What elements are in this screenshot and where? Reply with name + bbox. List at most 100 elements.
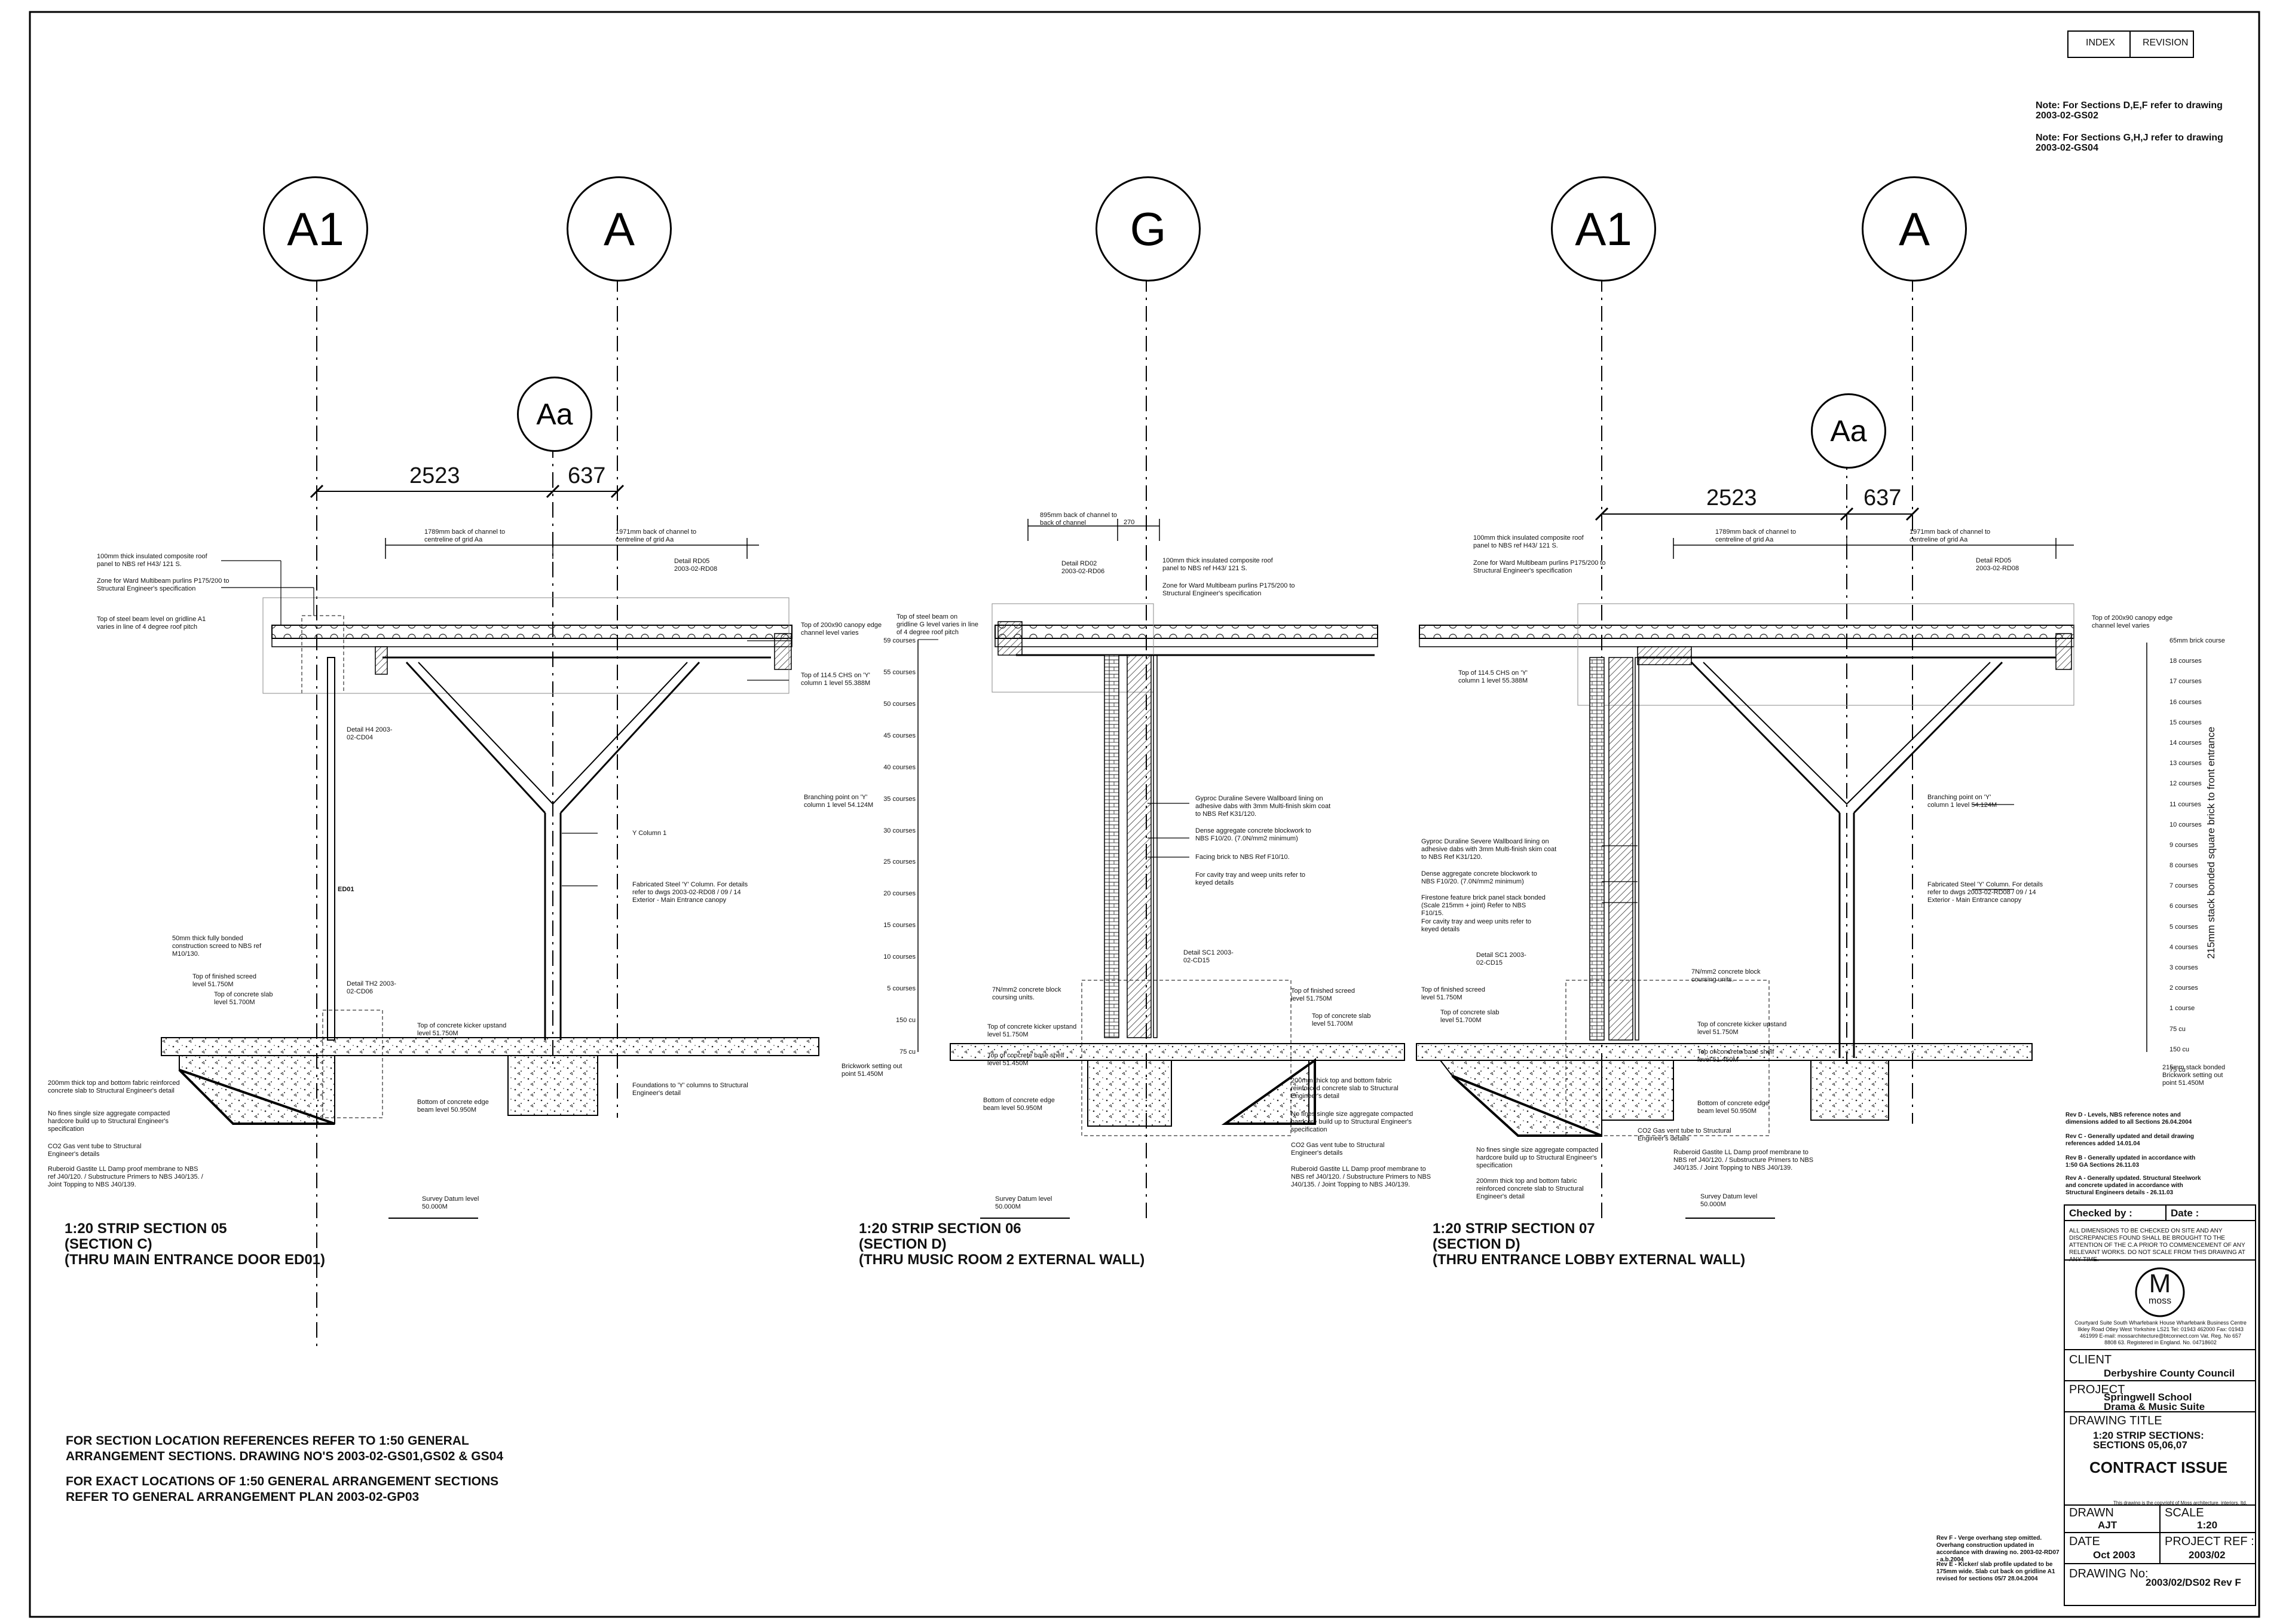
s07-roof-panel: 100mm thick insulated composite roof pan… xyxy=(1473,534,1584,549)
grid-bubble-aa-s05: Aa xyxy=(517,377,592,452)
dim-back-channel-b-s07: 1971mm back of channel to centreline of … xyxy=(1910,528,1991,543)
date-value: Oct 2003 xyxy=(2093,1549,2135,1561)
s07-detail-sc1: Detail SC1 2003-02-CD15 xyxy=(1476,952,1526,967)
dim-270-s06: 270 xyxy=(1124,519,1135,526)
course-label: 75 cu xyxy=(2169,1066,2186,1074)
leader-lines xyxy=(221,560,2014,903)
s07-canopy-edge: Top of 200x90 canopy edge channel level … xyxy=(2092,614,2173,629)
course-label: 18 courses xyxy=(2169,657,2202,665)
course-label: 30 courses xyxy=(883,827,916,834)
s05-finished-screed: Top of finished screed level 51.750M xyxy=(192,973,257,988)
s05-ed01: ED01 xyxy=(338,886,354,893)
project-ref-value: 2003/02 xyxy=(2189,1549,2226,1561)
general-note-line-2: ARRANGEMENT SECTIONS. DRAWING NO'S 2003-… xyxy=(66,1449,504,1463)
general-note-line-4: REFER TO GENERAL ARRANGEMENT PLAN 2003-0… xyxy=(66,1490,420,1504)
s05-bottom-edge: Bottom of concrete edge beam level 50.95… xyxy=(417,1099,489,1114)
course-label: 13 courses xyxy=(2169,760,2202,767)
date-label: Date : xyxy=(2171,1207,2199,1219)
index-label: INDEX xyxy=(2086,38,2115,48)
course-label: 59 courses xyxy=(883,637,916,644)
s07-gyproc: Gyproc Duraline Severe Wallboard lining … xyxy=(1421,838,1557,861)
s07-fabricated: Fabricated Steel 'Y' Column. For details… xyxy=(1927,881,2043,904)
dim-2523-s07: 2523 xyxy=(1706,485,1757,510)
s06-survey: Survey Datum level 50.000M xyxy=(995,1195,1052,1210)
section-05-drawing xyxy=(161,276,819,1351)
s07-firestone: Firestone feature brick panel stack bond… xyxy=(1421,894,1546,917)
contract-issue: CONTRACT ISSUE xyxy=(2089,1458,2228,1476)
title-block-frame xyxy=(2064,1204,2256,1606)
note-sections-def: Note: For Sections D,E,F refer to drawin… xyxy=(2036,100,2223,121)
project-value-2: Drama & Music Suite xyxy=(2104,1401,2205,1412)
s07-purlins: Zone for Ward Multibeam purlins P175/200… xyxy=(1473,559,1606,574)
s06-co2: CO2 Gas vent tube to Structural Engineer… xyxy=(1291,1142,1385,1157)
s06-bottom-edge: Bottom of concrete edge beam level 50.95… xyxy=(983,1097,1055,1112)
revision-e: Rev E - Kicker/ slab profile updated to … xyxy=(1936,1561,2055,1582)
s06-brickwork: Brickwork setting out point 51.450M xyxy=(842,1063,902,1078)
course-label: 2 courses xyxy=(2169,984,2198,992)
project-ref-label: PROJECT REF : xyxy=(2165,1535,2254,1548)
revision-label: REVISION xyxy=(2143,38,2189,48)
s06-top-slab: Top of concrete slab level 51.700M xyxy=(1312,1013,1371,1027)
s07-200mm-slab: 200mm thick top and bottom fabric reinfo… xyxy=(1476,1178,1584,1200)
course-label: 5 courses xyxy=(887,985,916,993)
s06-detail-sc1: Detail SC1 2003-02-CD15 xyxy=(1183,949,1234,964)
s05-title-3: (THRU MAIN ENTRANCE DOOR ED01) xyxy=(65,1252,326,1268)
moss-logo-name: moss xyxy=(2148,1296,2172,1306)
s07-cavity: For cavity tray and weep units refer to … xyxy=(1421,918,1532,933)
dim-back-channel-b-s05: 1971mm back of channel to centreline of … xyxy=(616,528,697,543)
course-label: 12 courses xyxy=(2169,780,2202,788)
scale-label: SCALE xyxy=(2165,1506,2204,1519)
s05-kicker: Top of concrete kicker upstand level 51.… xyxy=(417,1022,507,1037)
s06-ruberoid: Ruberoid Gastite LL Damp proof membrane … xyxy=(1291,1166,1431,1188)
grid-bubble-aa-s07: Aa xyxy=(1811,393,1886,469)
course-label: 5 courses xyxy=(2169,923,2198,931)
revision-b: Rev B - Generally updated in accordance … xyxy=(2066,1155,2196,1169)
s06-finished-screed: Top of finished screed level 51.750M xyxy=(1291,987,1355,1002)
course-label: 7 courses xyxy=(2169,882,2198,890)
revision-d: Rev D - Levels, NBS reference notes and … xyxy=(2066,1112,2192,1126)
course-label: 35 courses xyxy=(883,795,916,803)
scale-value: 1:20 xyxy=(2197,1519,2218,1531)
s05-canopy-edge: Top of 200x90 canopy edge channel level … xyxy=(801,622,882,637)
course-label: 25 courses xyxy=(883,858,916,866)
course-label: 15 courses xyxy=(2169,718,2202,726)
s06-dense: Dense aggregate concrete blockwork to NB… xyxy=(1195,827,1311,842)
s07-stack-bonded: 215mm stack bonded square brick to front… xyxy=(2205,726,2217,959)
date-title: DATE xyxy=(2069,1535,2100,1548)
s05-ruberoid: Ruberoid Gastite LL Damp proof membrane … xyxy=(48,1166,203,1188)
course-label: 11 courses xyxy=(2169,800,2201,808)
course-label: 15 courses xyxy=(883,922,916,929)
s06-detail-rd02: Detail RD02 2003-02-RD06 xyxy=(1061,560,1105,575)
drawing-title-1: 1:20 STRIP SECTIONS: xyxy=(2093,1430,2204,1441)
s05-no-fines: No fines single size aggregate compacted… xyxy=(48,1110,170,1133)
s07-survey: Survey Datum level 50.000M xyxy=(1700,1193,1758,1208)
s05-survey: Survey Datum level 50.000M xyxy=(422,1195,479,1210)
client-label: CLIENT xyxy=(2069,1353,2112,1366)
s05-roof-panel: 100mm thick insulated composite roof pan… xyxy=(97,553,207,568)
drawn-value: AJT xyxy=(2098,1519,2117,1531)
s07-chs: Top of 114.5 CHS on 'Y' column 1 level 5… xyxy=(1458,669,1528,684)
grid-bubble-a1-s07: A1 xyxy=(1551,176,1656,282)
s06-7n-block: 7N/mm2 concrete block coursing units. xyxy=(992,986,1061,1001)
s05-top-slab: Top of concrete slab level 51.700M xyxy=(214,991,273,1006)
dim-back-channel-a-s05: 1789mm back of channel to centreline of … xyxy=(424,528,506,543)
s05-detail-th2: Detail TH2 2003-02-CD06 xyxy=(347,980,396,995)
s05-branching: Branching point on 'Y' column 1 level 54… xyxy=(804,794,874,809)
course-label: 45 courses xyxy=(883,732,916,739)
s06-title-2: (SECTION D) xyxy=(859,1236,947,1252)
s05-title-2: (SECTION C) xyxy=(65,1236,152,1252)
s07-title-3: (THRU ENTRANCE LOBBY EXTERNAL WALL) xyxy=(1433,1252,1746,1268)
course-label: 40 courses xyxy=(883,763,916,771)
s06-no-fines: No fines single size aggregate compacted… xyxy=(1291,1111,1413,1133)
s07-dense: Dense aggregate concrete blockwork to NB… xyxy=(1421,870,1537,885)
dim-637-s05: 637 xyxy=(568,463,606,488)
s07-finished-screed: Top of finished screed level 51.750M xyxy=(1421,986,1486,1001)
course-label: 3 courses xyxy=(2169,964,2198,972)
s07-bottom-edge: Bottom of concrete edge beam level 50.95… xyxy=(1697,1100,1769,1115)
course-label: 75 cu xyxy=(899,1048,916,1056)
course-label: 150 cu xyxy=(2169,1045,2190,1053)
course-label: 17 courses xyxy=(2169,678,2202,686)
s05-purlins: Zone for Ward Multibeam purlins P175/200… xyxy=(97,577,230,592)
s05-co2: CO2 Gas vent tube to Structural Engineer… xyxy=(48,1143,142,1158)
